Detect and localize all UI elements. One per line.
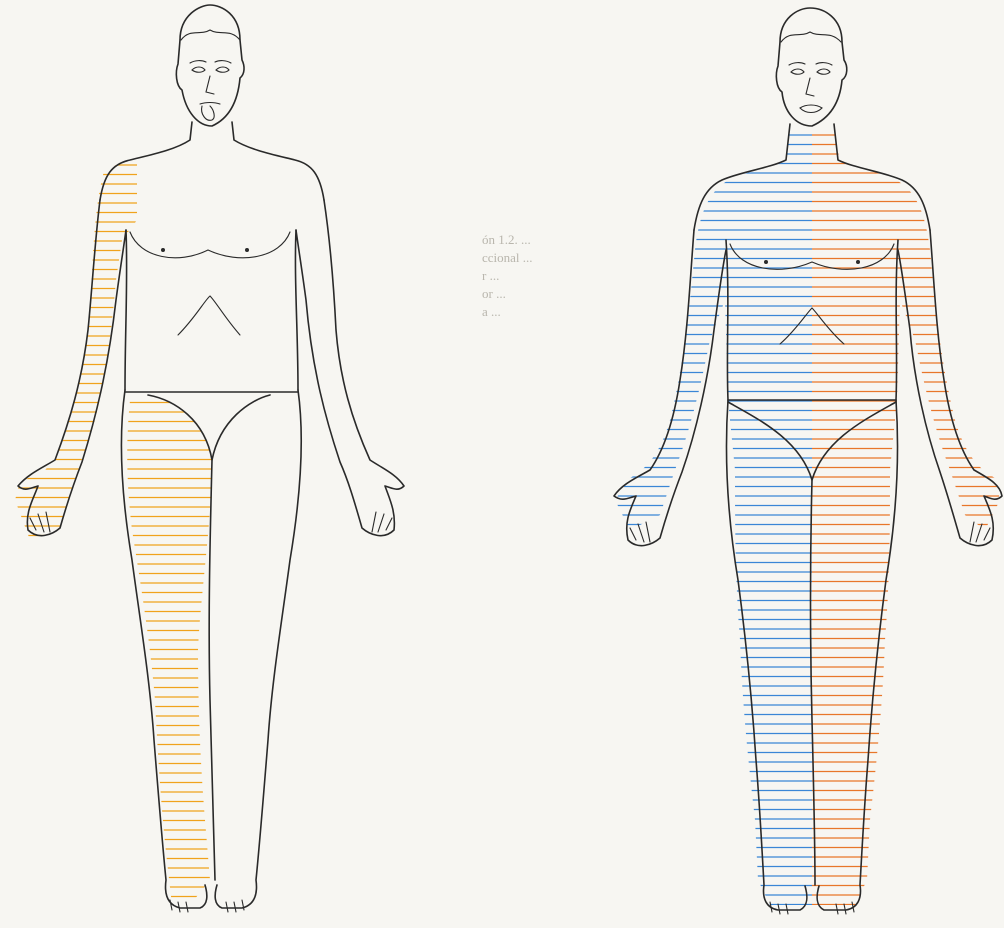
left-brow-right xyxy=(215,61,231,63)
left-head xyxy=(176,5,244,126)
right-figure-orange-hatching xyxy=(812,135,1004,905)
left-arm-left-side xyxy=(296,200,404,536)
right-eye-right xyxy=(817,69,830,74)
right-brow-left xyxy=(789,63,805,65)
right-brow-right xyxy=(816,63,832,65)
right-hairline xyxy=(781,32,841,42)
left-figure xyxy=(0,5,420,912)
left-brow-left xyxy=(190,61,206,63)
left-hand-fingers-1 xyxy=(30,512,50,532)
right-neck-shoulders xyxy=(694,124,930,230)
right-abdomen xyxy=(780,308,844,344)
right-eye-left xyxy=(791,69,804,74)
left-legs xyxy=(121,390,301,908)
right-nipple-1 xyxy=(764,260,768,264)
left-torso xyxy=(125,230,298,390)
left-hand-fingers-2 xyxy=(372,512,392,532)
left-eye-right xyxy=(216,67,229,72)
right-pectorals xyxy=(730,244,894,269)
left-mouth-tongue xyxy=(200,103,220,121)
right-figure-blue-hatching xyxy=(600,135,812,905)
right-nipple-2 xyxy=(856,260,860,264)
bleed-line-3: r ... xyxy=(482,268,499,283)
right-mouth xyxy=(800,105,822,113)
left-pectorals xyxy=(130,232,290,258)
right-nose xyxy=(806,78,814,96)
right-head xyxy=(776,8,846,126)
bleed-line-1: ón 1.2. ... xyxy=(482,232,531,247)
right-toes xyxy=(770,902,854,914)
left-neck-shoulders xyxy=(100,122,324,200)
bleed-line-5: a ... xyxy=(482,304,501,319)
left-hairline xyxy=(181,30,240,40)
left-nipple-2 xyxy=(245,248,249,252)
bleed-line-2: ccional ... xyxy=(482,250,533,265)
right-torso xyxy=(726,240,898,400)
left-nose xyxy=(206,76,214,94)
left-nipple-1 xyxy=(161,248,165,252)
bleed-line-4: or ... xyxy=(482,286,506,301)
right-figure xyxy=(600,8,1004,914)
left-eye-left xyxy=(192,67,205,72)
left-abdomen xyxy=(178,296,240,335)
bleed-through-text: ón 1.2. ... ccional ... r ... or ... a .… xyxy=(482,232,533,319)
